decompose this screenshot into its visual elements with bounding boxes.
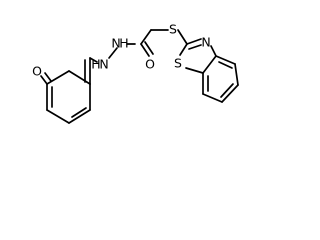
thioether-sulfur-label: S: [169, 22, 177, 37]
chemical-structure: O N H N H O S N S: [32, 22, 239, 124]
thiazole-double-bond: [188, 44, 202, 50]
ketone-bond: [40, 75, 48, 85]
thiazole-bond: [185, 67, 204, 74]
benzene-bond: [234, 63, 239, 86]
benzene-bond: [202, 93, 223, 103]
ring-double-bond: [71, 107, 87, 118]
carbonyl-methylene-bond: [140, 29, 152, 45]
thiazole-bond: [179, 43, 188, 56]
hydrazide-hydrogen-label: H: [119, 36, 128, 51]
sulfur-thiazole-bond: [177, 29, 188, 45]
benzene-bond: [202, 55, 217, 74]
ring-bond: [68, 70, 91, 85]
benzene-bond: [221, 84, 239, 103]
ring-bond: [46, 70, 70, 85]
hydrazine-bond: [108, 47, 118, 59]
hydrazone-nitrogen-label: N: [99, 57, 108, 72]
benzene-double-bond: [220, 83, 234, 98]
hydrazone-hydrogen-label: H: [91, 57, 100, 72]
ketone-oxygen-label: O: [32, 64, 42, 79]
bond-lines: [40, 29, 239, 124]
ring-bond: [68, 109, 91, 124]
amide-carbonyl-bond: [140, 43, 150, 57]
hydrazide-nitrogen-label: N: [111, 36, 120, 51]
amide-carbonyl-bond: [144, 41, 154, 55]
amide-oxygen-label: O: [145, 57, 155, 72]
benzene-double-bond: [218, 61, 233, 69]
ketone-bond: [44, 72, 52, 82]
ring-bond: [46, 109, 70, 124]
thiazole-bond: [210, 45, 217, 57]
thiazole-double-bond: [186, 38, 202, 45]
thiazole-sulfur-label: S: [174, 56, 182, 71]
methine-nh-bond: [89, 57, 98, 63]
benzene-bond: [215, 55, 236, 65]
atom-labels: O N H N H O S N S: [32, 22, 211, 79]
thiazole-nitrogen-label: N: [201, 35, 210, 50]
